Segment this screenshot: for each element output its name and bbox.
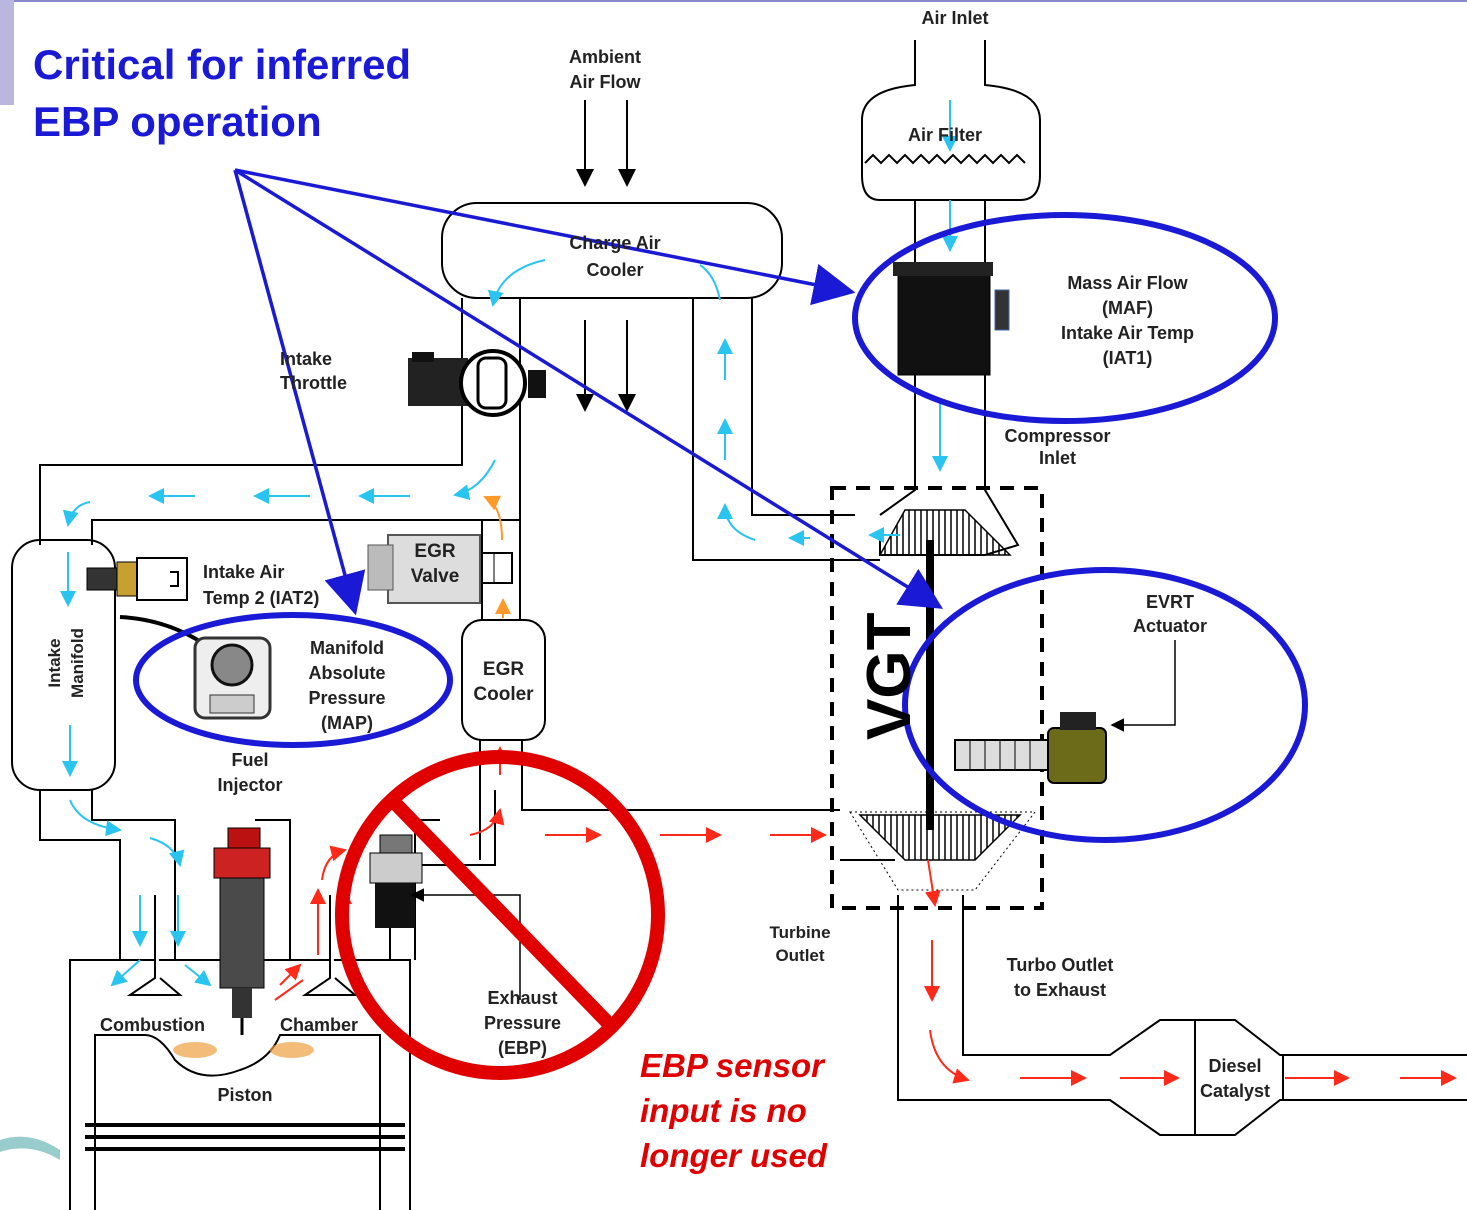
label-piston: Piston (217, 1085, 273, 1105)
spray (173, 1042, 314, 1058)
map-highlight-ellipse (133, 612, 453, 748)
label-turbine-outlet-2: Outlet (775, 946, 825, 965)
slide-top-border (0, 0, 1467, 2)
label-throttle-2: Throttle (280, 373, 347, 393)
slide-bottom-decoration (0, 1136, 60, 1160)
note-line-3: longer used (640, 1137, 828, 1174)
label-egr-valve-2: Valve (410, 566, 460, 587)
intake-valve (126, 895, 183, 996)
label-ambient-2: Air Flow (569, 72, 641, 92)
label-vgt: VGT (855, 612, 924, 740)
label-manifold-2: Manifold (68, 628, 87, 698)
note-line-1: EBP sensor (640, 1047, 825, 1084)
label-compressor-2: Inlet (1038, 448, 1076, 468)
air-flow-arrows (60, 100, 958, 987)
ducts (11, 40, 1467, 1210)
label-throttle-1: Intake (280, 349, 333, 369)
label-combustion: Combustion (100, 1015, 205, 1035)
maf-sensor (893, 262, 1010, 376)
label-egr-valve-1: EGR (414, 541, 456, 562)
label-catalyst-1: Diesel (1208, 1056, 1262, 1076)
label-ebp-3: (EBP) (498, 1038, 547, 1058)
label-egr-cooler-2: Cooler (473, 684, 534, 705)
maf-highlight-ellipse (852, 212, 1278, 424)
label-maf-2: (MAF) (1102, 298, 1153, 318)
label-map-4: (MAP) (321, 713, 373, 733)
callout-line-1: Critical for inferred (33, 41, 412, 88)
ambient-air-arrows (576, 100, 636, 412)
label-ambient-1: Ambient (569, 47, 641, 67)
label-cac-1: Charge Air (569, 233, 661, 253)
filter-element (864, 153, 1026, 165)
ebp-sensor (369, 834, 521, 1000)
label-turbo-outlet-1: Turbo Outlet (1006, 955, 1114, 975)
callout-arrows (233, 168, 943, 616)
label-turbo-outlet-2: to Exhaust (1013, 980, 1106, 1000)
label-maf-3: Intake Air Temp (1060, 323, 1195, 343)
exhaust-valve (301, 895, 358, 996)
vgt-box (830, 486, 1044, 910)
label-injector-2: Injector (217, 775, 283, 795)
label-turbine-outlet-1: Turbine (769, 923, 831, 942)
piston (94, 1034, 381, 1210)
charge-air-cooler (441, 202, 783, 299)
label-map-3: Pressure (308, 688, 386, 708)
evrt-highlight-ellipse (902, 567, 1308, 843)
label-air-filter: Air Filter (907, 125, 982, 145)
label-evrt-1: EVRT (1145, 592, 1194, 612)
turbine-wheel (858, 814, 1022, 861)
slide-side-decoration (0, 0, 14, 105)
fuel-injector (213, 827, 271, 1035)
label-map-1: Manifold (310, 638, 384, 658)
label-chamber: Chamber (280, 1015, 359, 1035)
label-iat2-2: Temp 2 (IAT2) (203, 588, 320, 608)
intake-throttle (408, 349, 546, 417)
piston-rings (85, 1123, 405, 1151)
label-cac-2: Cooler (586, 260, 644, 280)
note-line-2: input is no (640, 1092, 807, 1129)
turbine-housing (849, 811, 1037, 891)
label-maf-4: (IAT1) (1102, 348, 1153, 368)
map-sensor (119, 615, 272, 720)
egr-valve (367, 534, 513, 604)
label-iat2-1: Intake Air (203, 562, 285, 582)
callout-line-2: EBP operation (33, 98, 322, 145)
label-injector-1: Fuel (231, 750, 269, 770)
evrt-actuator-part (954, 640, 1176, 784)
label-evrt-2: Actuator (1132, 616, 1207, 636)
prohibition-sign (335, 750, 665, 1080)
egr-flow-arrows (483, 495, 511, 618)
compressor-wheel (878, 509, 1012, 556)
intake-manifold (11, 539, 116, 791)
label-egr-cooler-1: EGR (482, 659, 525, 680)
label-manifold-1: Intake (45, 638, 64, 688)
label-compressor-1: Compressor (1004, 426, 1111, 446)
egr-cooler (461, 619, 546, 741)
label-ebp-1: Exhaust (487, 988, 558, 1008)
label-maf-1: Mass Air Flow (1067, 273, 1188, 293)
label-map-2: Absolute (308, 663, 386, 683)
label-ebp-2: Pressure (483, 1013, 562, 1033)
iat2-sensor (86, 557, 188, 601)
label-catalyst-2: Catalyst (1199, 1081, 1271, 1101)
exhaust-flow-arrows (274, 746, 1457, 1086)
label-air-inlet: Air Inlet (921, 8, 989, 28)
